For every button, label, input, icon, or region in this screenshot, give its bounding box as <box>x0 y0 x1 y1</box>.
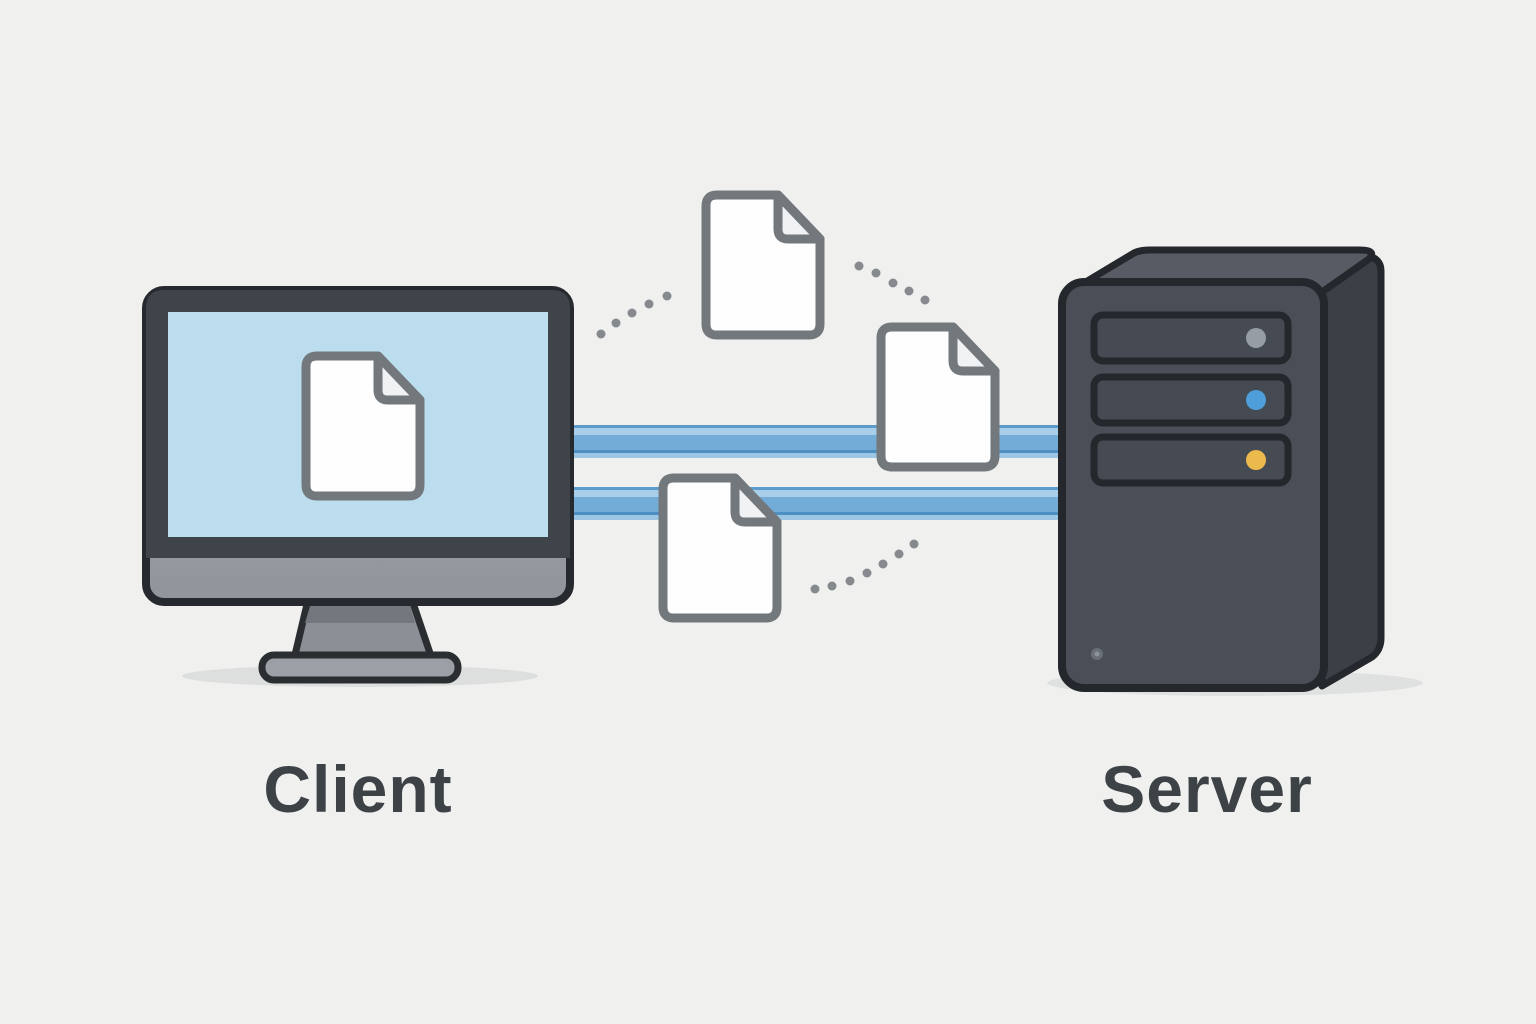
dotted-path-left <box>596 291 672 339</box>
server-power-dot <box>1091 648 1103 660</box>
monitor-body <box>142 286 574 606</box>
file-document-icon-right <box>881 327 995 467</box>
server-bay-3 <box>1090 433 1292 487</box>
server-side-face <box>1318 253 1385 690</box>
monitor-base <box>258 651 462 684</box>
monitor-stand <box>258 596 462 684</box>
client-label: Client <box>263 752 453 826</box>
server-bay-2 <box>1090 373 1292 427</box>
bay-led-gray <box>1246 328 1266 348</box>
server-tower <box>1058 246 1385 692</box>
server-bay-1 <box>1090 311 1292 365</box>
network-bar-bottom <box>556 487 1066 520</box>
file-document-icon-bottom <box>663 478 777 618</box>
screen-document-icon <box>306 356 420 496</box>
file-document-icon-top <box>706 195 820 335</box>
client-computer <box>142 286 574 684</box>
bay-led-yellow <box>1246 450 1266 470</box>
dotted-path-bottom <box>810 539 919 594</box>
server-label: Server <box>1101 752 1313 826</box>
dotted-path-middle <box>854 261 930 305</box>
bay-led-blue <box>1246 390 1266 410</box>
